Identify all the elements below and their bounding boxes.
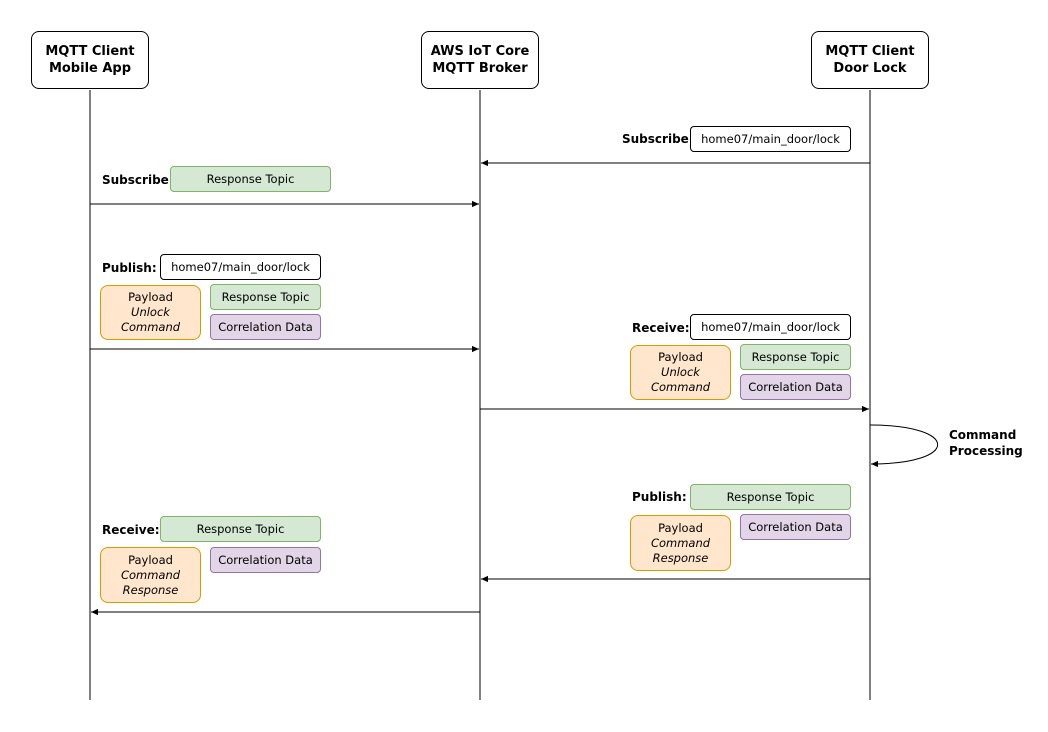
door-publish-label: Publish: [632, 490, 687, 504]
door-receive-correlation-data: Correlation Data [740, 374, 851, 400]
actor-door-lock: MQTT Client Door Lock [811, 31, 929, 89]
mobile-receive-correlation-data: Correlation Data [210, 547, 321, 573]
mobile-receive-label: Receive: [102, 523, 160, 537]
actor-broker-line2: MQTT Broker [432, 61, 528, 76]
payload-body-line2: Response [122, 582, 179, 597]
arrow-command-processing [869, 424, 938, 468]
actor-mqtt-broker: AWS IoT Core MQTT Broker [421, 31, 539, 89]
mobile-subscribe-response-topic: Response Topic [170, 166, 331, 192]
actor-mobile-app: MQTT Client Mobile App [31, 31, 149, 89]
payload-body: Unlock Command [120, 305, 181, 334]
payload-body-line2: Response [652, 550, 709, 565]
door-publish-response-topic: Response Topic [690, 484, 851, 510]
actor-mobile-line1: MQTT Client [45, 44, 135, 59]
actor-broker-line1: AWS IoT Core [430, 44, 530, 59]
payload-body-line1: Command [120, 567, 181, 582]
door-subscribe-label: Subscribe: [622, 132, 694, 146]
payload-title: Payload [658, 350, 703, 364]
command-processing-line1: Command [949, 428, 1017, 442]
payload-title: Payload [128, 290, 173, 304]
mobile-receive-response-topic: Response Topic [160, 516, 321, 542]
payload-title: Payload [658, 520, 703, 535]
door-subscribe-topic: home07/main_door/lock [690, 126, 851, 152]
actor-door-line2: Door Lock [833, 61, 907, 76]
door-publish-payload: Payload Command Response [630, 515, 731, 571]
command-processing-line2: Processing [949, 444, 1023, 458]
door-receive-topic: home07/main_door/lock [690, 314, 851, 340]
mobile-publish-payload: Payload Unlock Command [100, 285, 201, 340]
mobile-publish-topic: home07/main_door/lock [160, 254, 321, 280]
payload-body: Unlock Command [650, 365, 711, 394]
door-publish-correlation-data: Correlation Data [740, 514, 851, 540]
mobile-subscribe-label: Subscribe: [102, 173, 174, 187]
payload-body-line1: Command [650, 535, 711, 550]
mobile-publish-response-topic: Response Topic [210, 284, 321, 310]
actor-mobile-line2: Mobile App [48, 61, 132, 76]
mobile-receive-payload: Payload Command Response [100, 547, 201, 603]
actor-door-line1: MQTT Client [825, 44, 915, 59]
mobile-publish-correlation-data: Correlation Data [210, 314, 321, 340]
door-receive-payload: Payload Unlock Command [630, 345, 731, 400]
payload-title: Payload [128, 552, 173, 567]
mobile-publish-label: Publish: [102, 261, 157, 275]
door-receive-label: Receive: [632, 321, 690, 335]
door-receive-response-topic: Response Topic [740, 344, 851, 370]
command-processing-label: Command Processing [949, 427, 1023, 459]
